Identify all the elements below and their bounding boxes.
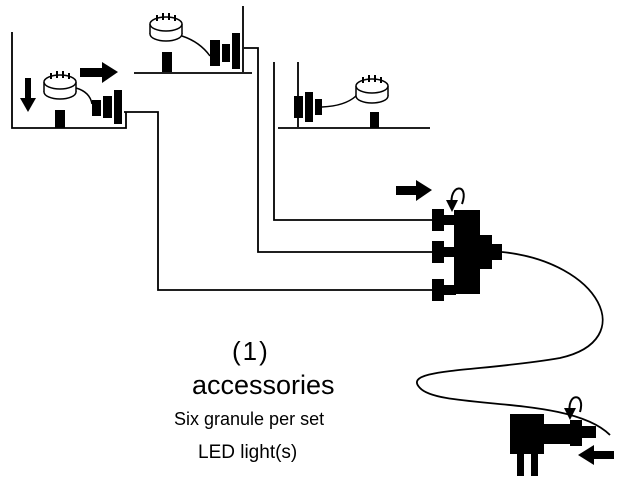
shelf-2 <box>134 6 252 74</box>
plug-connector-icon <box>210 33 240 69</box>
arrow-down-icon <box>20 78 36 112</box>
caption-index: (1) <box>232 336 270 366</box>
arrow-left-icon <box>578 445 614 465</box>
arrow-right-icon <box>396 180 432 201</box>
led-light-icon <box>355 74 389 104</box>
caption-product: LED light(s) <box>198 442 298 463</box>
plug-connector-icon <box>92 90 122 124</box>
splitter-hub-icon <box>432 209 502 301</box>
arrow-right-icon <box>80 62 118 83</box>
wires <box>124 47 611 436</box>
led-light-icon <box>43 70 77 100</box>
led-light-icon <box>149 12 183 42</box>
shelf-1 <box>11 32 127 129</box>
power-adapter-icon <box>510 414 596 476</box>
curved-arrow-icon <box>446 187 465 212</box>
shelf-3 <box>278 62 430 129</box>
plug-connector-icon <box>294 92 322 122</box>
curved-arrow-icon <box>564 396 583 420</box>
caption-set-count: Six granule per set <box>174 409 325 429</box>
caption-title: accessories <box>192 370 335 400</box>
